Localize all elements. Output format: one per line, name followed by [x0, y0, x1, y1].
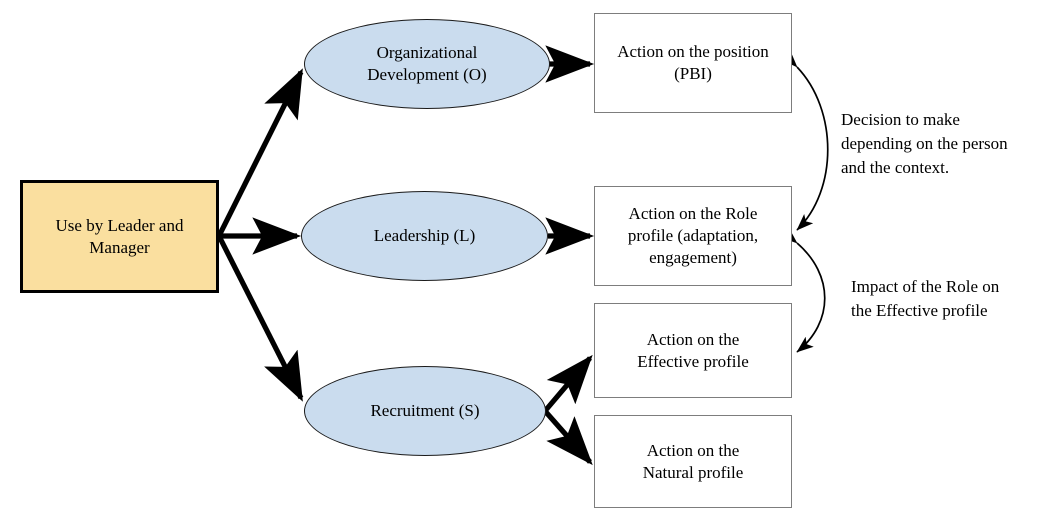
edge-decision-to-make-curve — [781, 50, 829, 231]
node-organizational-development[interactable]: Organizational Development (O) — [304, 19, 550, 109]
node-label: Organizational Development (O) — [367, 43, 487, 84]
node-label: Action on the Role profile (adaptation, … — [627, 204, 759, 267]
annotation-impact-of-the-role: Impact of the Role on the Effective prof… — [851, 277, 1000, 321]
node-use-by-leader-and-manager[interactable]: Use by Leader and Manager — [20, 180, 219, 293]
edge-recruitment-to-action-natural-profile — [543, 409, 593, 466]
node-label: Action on the Effective profile — [637, 329, 749, 371]
node-label: Leadership (L) — [373, 226, 476, 246]
edge-source-to-recruitment — [216, 234, 304, 402]
node-label: Use by Leader and Manager — [55, 215, 184, 257]
node-label: Action on the position (PBI) — [617, 42, 769, 83]
node-action-on-the-role-profile[interactable]: Action on the Role profile (adaptation, … — [594, 186, 792, 286]
node-recruitment[interactable]: Recruitment (S) — [304, 366, 546, 456]
edge-source-to-organizational-development — [216, 68, 304, 238]
edge-impact-of-role-curve — [780, 227, 826, 353]
edge-recruitment-to-action-effective-profile — [543, 354, 593, 413]
node-action-on-the-natural-profile[interactable]: Action on the Natural profile — [594, 415, 792, 508]
annotation-decision-to-make: Decision to make depending on the person… — [841, 110, 1008, 178]
node-leadership[interactable]: Leadership (L) — [301, 191, 548, 281]
node-action-on-the-effective-profile[interactable]: Action on the Effective profile — [594, 303, 792, 398]
node-label: Action on the Natural profile — [642, 440, 744, 482]
node-action-on-the-position[interactable]: Action on the position (PBI) — [594, 13, 792, 113]
node-label: Recruitment (S) — [370, 401, 480, 421]
